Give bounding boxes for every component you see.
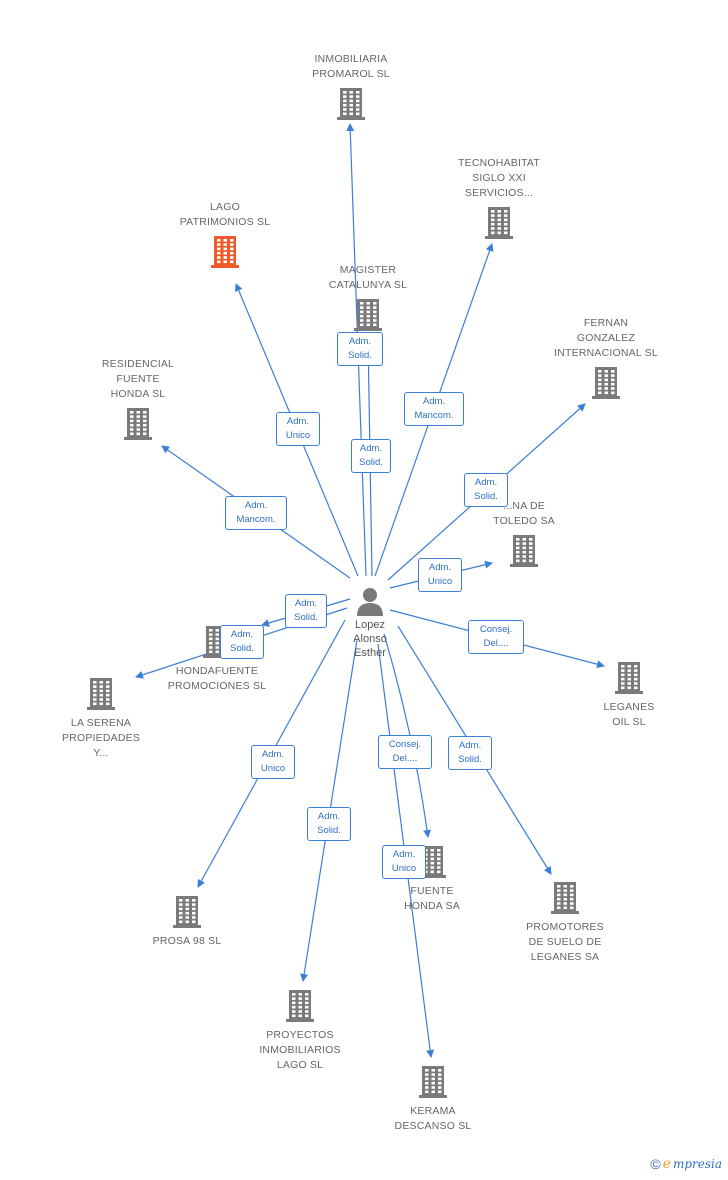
company-name: FERNAN GONZALEZ INTERNACIONAL SL xyxy=(554,317,658,359)
building-icon xyxy=(615,662,643,694)
company-node-residencial[interactable]: RESIDENCIAL FUENTE HONDA SL xyxy=(68,357,208,440)
building-icon xyxy=(286,990,314,1022)
role-label-hondafuente[interactable]: Adm. Solid. xyxy=(285,594,327,628)
role-label-kerama[interactable]: Adm. Unico xyxy=(382,845,426,879)
role-label-promotores[interactable]: Adm. Solid. xyxy=(448,736,492,770)
building-icon xyxy=(173,896,201,928)
building-icon xyxy=(337,88,365,120)
person-name: Lopez Alonso Esther xyxy=(353,619,387,659)
brand-logo-initial: e xyxy=(662,1156,671,1172)
company-name: PROSA 98 SL xyxy=(152,935,222,947)
building-icon xyxy=(354,299,382,331)
role-label-proyectos[interactable]: Adm. Solid. xyxy=(307,807,351,841)
role-label-fuentehonda[interactable]: Consej. Del.... xyxy=(378,735,432,769)
company-node-fuentehonda[interactable]: FUENTE HONDA SA xyxy=(362,844,502,914)
company-node-proyectos[interactable]: PROYECTOS INMOBILIARIOS LAGO SL xyxy=(230,988,370,1073)
building-icon xyxy=(211,236,239,268)
role-label-fernan[interactable]: Adm. Solid. xyxy=(464,473,508,507)
company-node-lago[interactable]: LAGO PATRIMONIOS SL xyxy=(155,200,295,268)
company-node-magister[interactable]: MAGISTER CATALUNYA SL xyxy=(298,263,438,331)
company-node-prosa[interactable]: PROSA 98 SL xyxy=(117,894,257,949)
company-node-tecno[interactable]: TECNOHABITAT SIGLO XXI SERVICIOS... xyxy=(429,156,569,239)
company-node-promarol[interactable]: INMOBILIARIA PROMAROL SL xyxy=(281,52,421,120)
role-label-toledo[interactable]: Adm. Unico xyxy=(418,558,462,592)
role-label-magister[interactable]: Adm. Solid. xyxy=(351,439,391,473)
company-name: LA SERENA PROPIEDADES Y... xyxy=(61,717,141,759)
company-name: TECNOHABITAT SIGLO XXI SERVICIOS... xyxy=(458,157,540,199)
company-node-promotores[interactable]: PROMOTORES DE SUELO DE LEGANES SA xyxy=(495,880,635,965)
company-name: PROYECTOS INMOBILIARIOS LAGO SL xyxy=(259,1029,341,1071)
center-person[interactable]: Lopez Alonso Esther xyxy=(340,586,400,660)
building-icon xyxy=(485,207,513,239)
company-node-serena[interactable]: LA SERENA PROPIEDADES Y... xyxy=(31,676,171,761)
company-node-kerama[interactable]: KERAMA DESCANSO SL xyxy=(363,1064,503,1134)
role-label-residencial[interactable]: Adm. Mancom. xyxy=(225,496,287,530)
company-name: PROMOTORES DE SUELO DE LEGANES SA xyxy=(526,921,604,963)
company-node-leganesoil[interactable]: LEGANES OIL SL xyxy=(559,660,699,730)
role-label-lago[interactable]: Adm. Unico xyxy=(276,412,320,446)
company-name: LEGANES OIL SL xyxy=(603,701,655,728)
role-label-promarol[interactable]: Adm. Solid. xyxy=(337,332,383,366)
company-name: HONDAFUENTE PROMOCIONES SL xyxy=(167,665,267,692)
company-name: KERAMA DESCANSO SL xyxy=(394,1105,472,1132)
brand-logo-text: mpresia xyxy=(672,1157,722,1171)
company-name: RESIDENCIAL FUENTE HONDA SL xyxy=(101,358,175,400)
company-name: FUENTE HONDA SA xyxy=(404,885,460,912)
building-icon xyxy=(419,1066,447,1098)
building-icon xyxy=(551,882,579,914)
building-icon xyxy=(124,408,152,440)
company-node-fernan[interactable]: FERNAN GONZALEZ INTERNACIONAL SL xyxy=(536,316,676,399)
building-icon xyxy=(592,367,620,399)
role-label-serena[interactable]: Adm. Solid. xyxy=(220,625,264,659)
building-icon xyxy=(510,535,538,567)
company-node-toledo[interactable]: ...NA DE TOLEDO SA xyxy=(454,499,594,567)
company-name: ...NA DE TOLEDO SA xyxy=(493,500,555,527)
role-label-prosa[interactable]: Adm. Unico xyxy=(251,745,295,779)
company-name: INMOBILIARIA PROMAROL SL xyxy=(312,53,390,80)
company-name: LAGO PATRIMONIOS SL xyxy=(179,201,271,228)
person-icon xyxy=(357,588,383,616)
building-icon xyxy=(87,678,115,710)
role-label-leganesoil[interactable]: Consej. Del.... xyxy=(468,620,524,654)
copyright-icon: © xyxy=(650,1156,661,1172)
company-name: MAGISTER CATALUNYA SL xyxy=(328,264,408,291)
role-label-tecno[interactable]: Adm. Mancom. xyxy=(404,392,464,426)
